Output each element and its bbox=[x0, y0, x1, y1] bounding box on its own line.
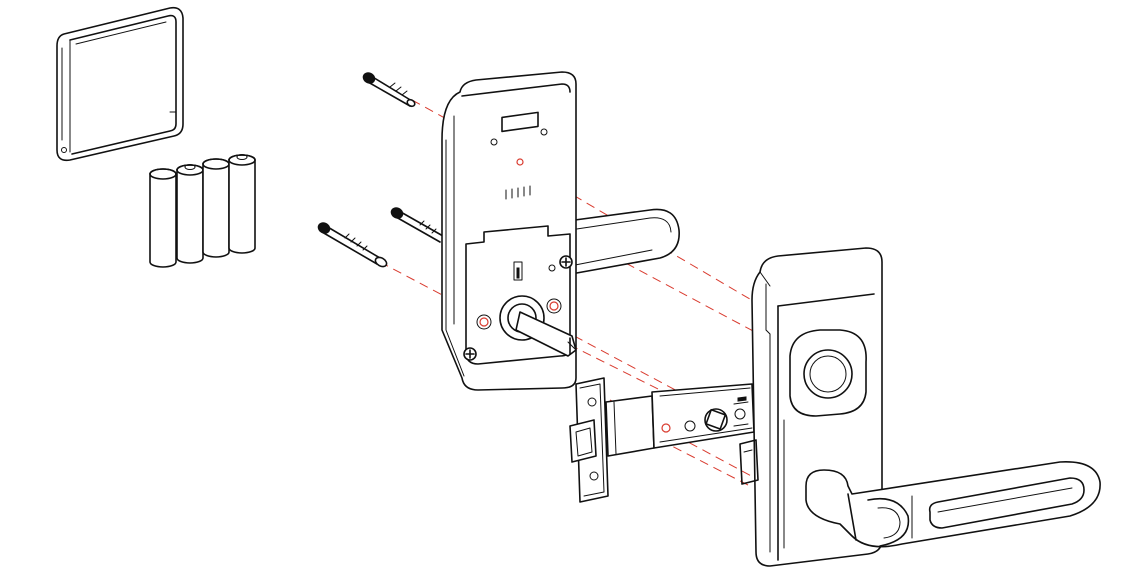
guide-line-latch-bottom bbox=[659, 439, 749, 486]
battery-3 bbox=[202, 158, 230, 258]
screw-bottom bbox=[317, 222, 388, 268]
escutcheon-screw-upper bbox=[559, 255, 573, 269]
battery-cover bbox=[56, 6, 184, 162]
fingerprint-reader bbox=[789, 329, 867, 417]
battery-1 bbox=[149, 168, 177, 268]
battery-4 bbox=[228, 154, 256, 254]
guide-line-top-screw bbox=[411, 99, 471, 133]
battery-2 bbox=[176, 164, 204, 264]
escutcheon-screw-lower bbox=[463, 347, 477, 361]
wire-connector bbox=[501, 111, 539, 200]
guide-line-bottom-screw bbox=[379, 261, 449, 299]
guide-line-escutcheon-edge bbox=[559, 227, 771, 341]
inside-lever bbox=[559, 208, 680, 277]
spindle bbox=[515, 311, 577, 357]
guide-line-lower-post bbox=[555, 337, 701, 411]
latch-bolt bbox=[569, 377, 755, 503]
mounting-screws bbox=[317, 72, 444, 268]
outside-lever bbox=[805, 461, 1101, 548]
screw-top bbox=[362, 72, 416, 108]
outside-escutcheon bbox=[751, 247, 883, 567]
screw-middle bbox=[390, 207, 444, 243]
aa-batteries bbox=[149, 154, 256, 268]
latch-posts bbox=[739, 439, 759, 485]
